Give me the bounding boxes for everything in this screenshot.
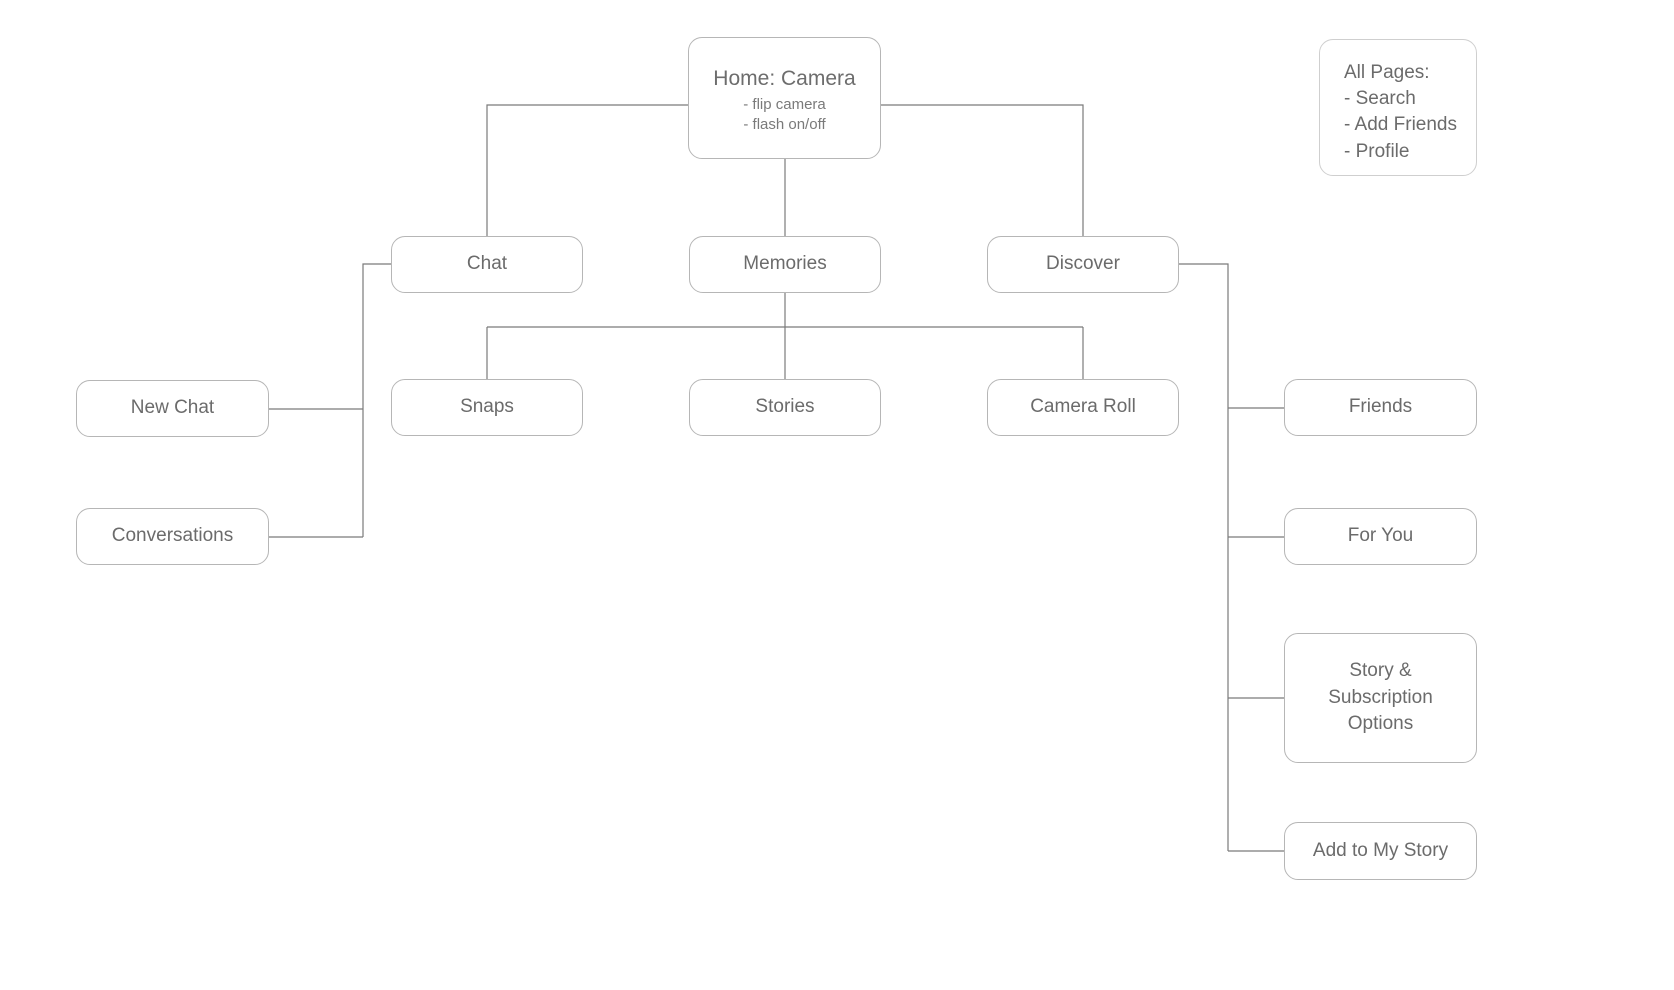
- node-discover[interactable]: Discover: [987, 236, 1179, 293]
- node-for-you[interactable]: For You: [1284, 508, 1477, 565]
- edge-discover-right-bus: [1179, 263, 1229, 851]
- node-friends[interactable]: Friends: [1284, 379, 1477, 436]
- node-title: Story & Subscription Options: [1328, 659, 1433, 735]
- node-title: Camera Roll: [1030, 396, 1136, 418]
- node-add-to-my-story[interactable]: Add to My Story: [1284, 822, 1477, 880]
- node-snaps[interactable]: Snaps: [391, 379, 583, 436]
- legend-item-profile: - Profile: [1344, 140, 1410, 162]
- edge-chat-left-bus: [362, 263, 391, 537]
- node-memories[interactable]: Memories: [689, 236, 881, 293]
- node-title: Stories: [755, 396, 815, 418]
- edge-root-discover: [881, 104, 1084, 236]
- node-title: Snaps: [460, 396, 514, 418]
- node-conversations[interactable]: Conversations: [76, 508, 269, 565]
- node-new-chat[interactable]: New Chat: [76, 380, 269, 437]
- node-title: Conversations: [111, 525, 234, 547]
- node-chat[interactable]: Chat: [391, 236, 583, 293]
- node-stories[interactable]: Stories: [689, 379, 881, 436]
- edge-root-chat: [486, 104, 688, 236]
- node-title: Friends: [1348, 396, 1413, 418]
- legend-all-pages: All Pages: - Search - Add Friends - Prof…: [1319, 39, 1477, 176]
- node-title: Home: Camera: [713, 67, 856, 90]
- legend-heading: All Pages:: [1344, 62, 1430, 83]
- node-title: Memories: [743, 253, 827, 275]
- node-title: Chat: [466, 253, 508, 275]
- node-home-camera[interactable]: Home: Camera - flip camera - flash on/of…: [688, 37, 881, 159]
- node-title: New Chat: [130, 397, 215, 419]
- legend-item-search: - Search: [1344, 88, 1416, 110]
- node-subtitle-flash: - flash on/off: [743, 115, 826, 133]
- node-title: For You: [1347, 525, 1414, 547]
- node-title: Discover: [1046, 253, 1120, 275]
- node-camera-roll[interactable]: Camera Roll: [987, 379, 1179, 436]
- node-story-subscription-options[interactable]: Story & Subscription Options: [1284, 633, 1477, 763]
- node-subtitle-flip-camera: - flip camera: [743, 95, 826, 113]
- node-title: Add to My Story: [1312, 839, 1449, 861]
- legend-item-add-friends: - Add Friends: [1344, 114, 1457, 136]
